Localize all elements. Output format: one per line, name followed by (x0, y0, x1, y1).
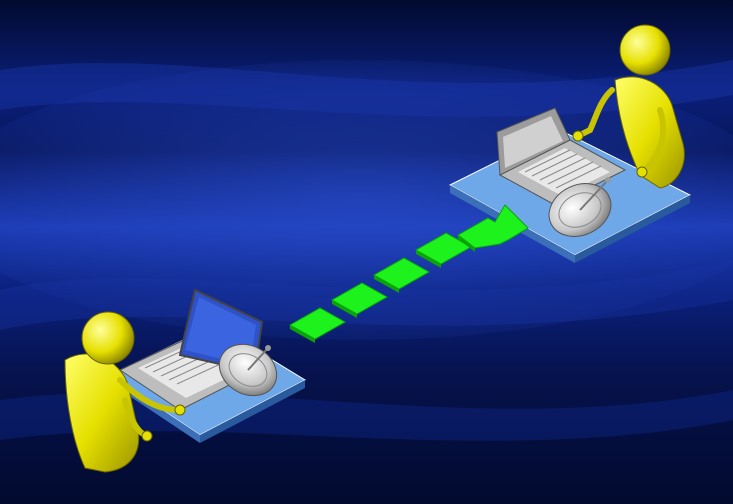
person-head (620, 25, 670, 75)
person-head (82, 312, 134, 364)
